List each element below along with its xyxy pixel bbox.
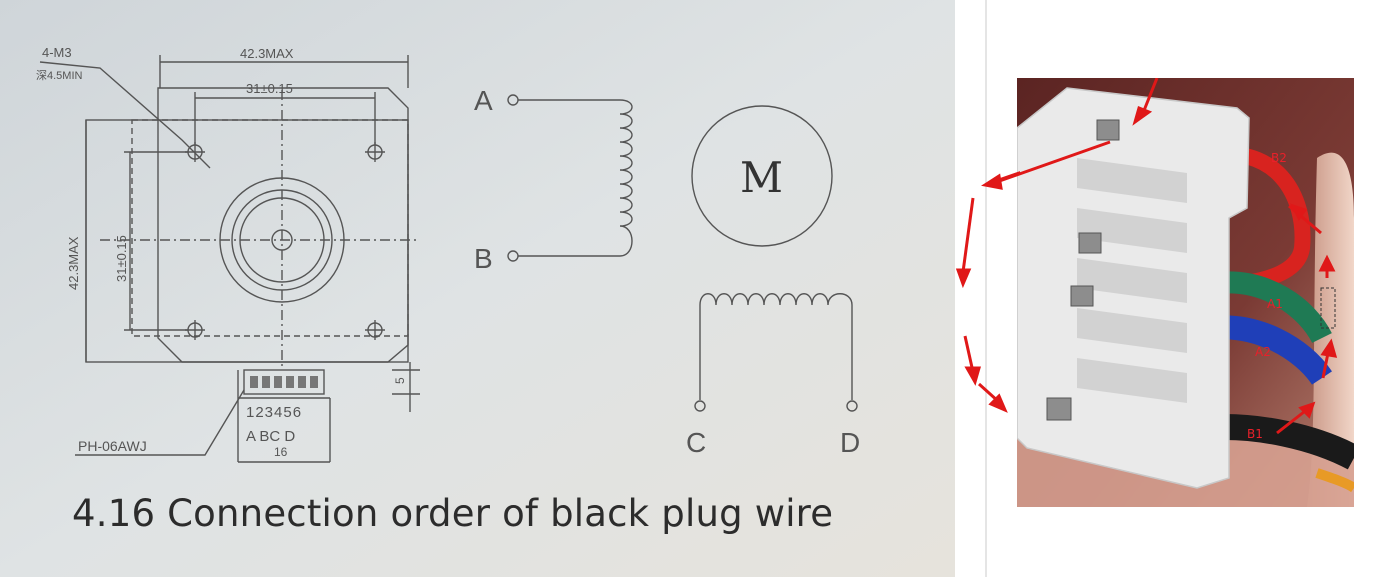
pin-contact [1078,232,1102,254]
motor-symbol-circle [691,105,833,247]
holes-label: 4-M3 [42,45,72,60]
wire-label-b1: B1 [1247,427,1263,441]
motor-symbol-label: M [740,153,783,202]
panel-divider [985,0,987,577]
pin-note-label: 16 [274,445,288,459]
hole-spacing-v-label: 31±0.15 [114,235,129,282]
coil-label-c: C [686,427,706,458]
pin-letters-label: A BC D [246,428,295,445]
annotation-arrows [955,171,1020,413]
pin-contact [1096,119,1120,141]
hole-spacing-h-label: 31±0.15 [246,81,293,96]
height-max-label: 42.3MAX [66,236,81,290]
wire-label-a2: A2 [1255,345,1271,359]
face-plate [157,87,409,363]
coil-cd [694,293,858,412]
connector-part-label: PH-06AWJ [78,438,147,454]
connector-photo-image: B2 A1 A2 B1 [1017,78,1354,507]
wire-label-b2: B2 [1271,151,1287,165]
motor-dimension-drawing: 4-M3 深4.5MIN 42.3MAX 31±0.15 42.3MAX 31±… [0,0,955,577]
figure-caption: 4.16 Connection order of black plug wire [72,492,834,535]
mounting-hole [365,142,385,162]
mounting-hole [365,320,385,340]
connector-pointer-arrow [985,140,1111,188]
pin-contact [1046,397,1072,421]
coil-label-b: B [474,243,493,274]
inner-outline [131,119,409,337]
motor-drawing-photo: 4-M3 深4.5MIN 42.3MAX 31±0.15 42.3MAX 31±… [0,0,955,577]
wire-label-a1: A1 [1267,297,1283,311]
coil-ab [507,94,633,262]
pin-numbers-label: 123456 [246,404,302,421]
small-dim-label: 5 [393,377,407,384]
depth-label: 深4.5MIN [36,69,83,82]
connector-photo: B2 A1 A2 B1 [1017,78,1354,507]
wire-a1 [1215,271,1332,344]
pin-contact [1070,285,1094,307]
connector-block [243,369,325,395]
coil-label-d: D [840,427,860,458]
width-max-label: 42.3MAX [240,46,294,61]
coil-label-a: A [474,85,493,116]
